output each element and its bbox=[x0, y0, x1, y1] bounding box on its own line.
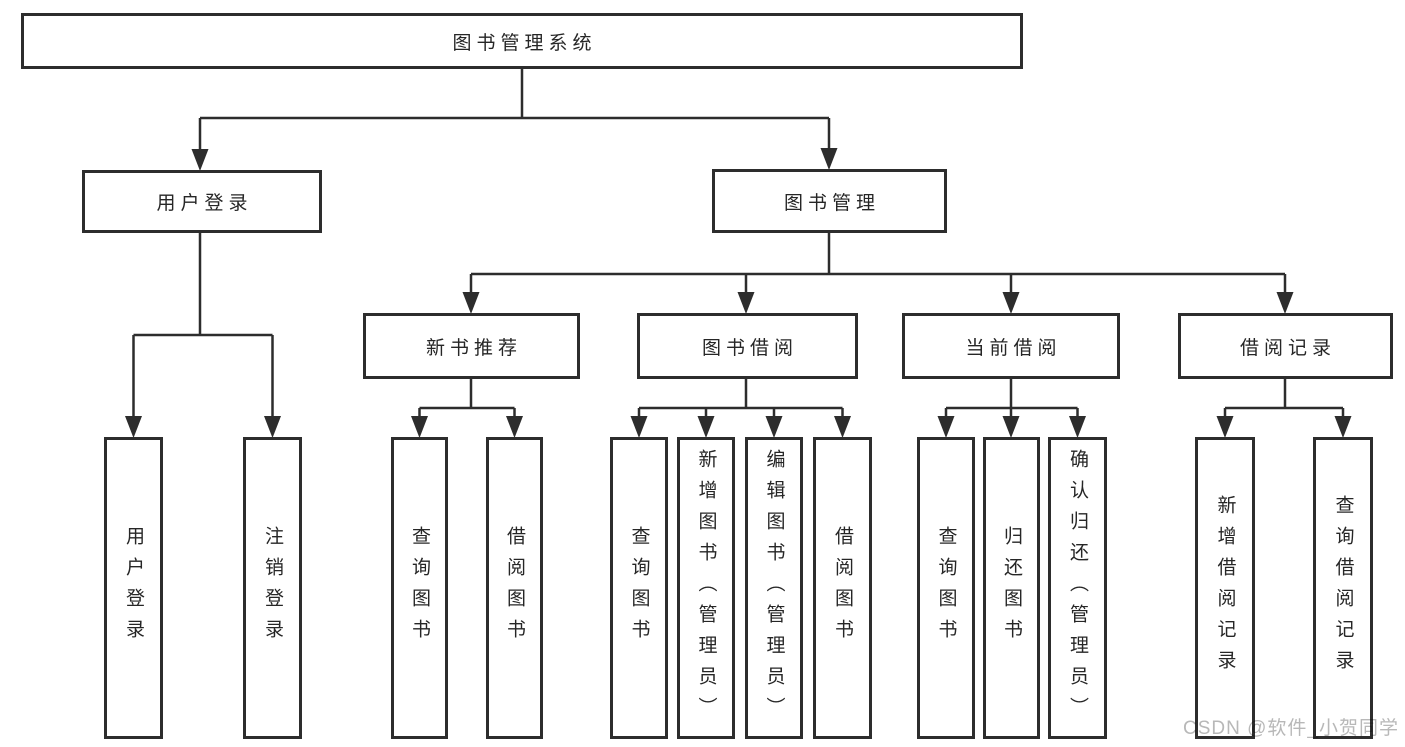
csdn-watermark: CSDN @软件_小贺同学 bbox=[1183, 718, 1399, 739]
node-leaf-logout: 注销登录 bbox=[243, 437, 302, 739]
node-leaf-edit-books-admin: 编辑图书（管理员） bbox=[745, 437, 803, 739]
node-label: 借阅图书 bbox=[832, 526, 853, 650]
node-label: 归还图书 bbox=[1001, 526, 1022, 650]
node-leaf-query-books-1: 查询图书 bbox=[391, 437, 448, 739]
node-label: 图书借阅 bbox=[701, 337, 798, 359]
node-leaf-query-borrow-record: 查询借阅记录 bbox=[1313, 437, 1373, 739]
node-label: 借阅图书 bbox=[504, 526, 525, 650]
node-root-library-system: 图书管理系统 bbox=[21, 13, 1023, 69]
node-label: 查询借阅记录 bbox=[1332, 495, 1354, 681]
node-label: 查询图书 bbox=[935, 526, 957, 650]
node-label: 新增借阅记录 bbox=[1214, 495, 1236, 681]
node-leaf-query-books-3: 查询图书 bbox=[917, 437, 975, 739]
node-label: 新书推荐 bbox=[425, 337, 522, 359]
node-book-borrow: 图书借阅 bbox=[637, 313, 858, 379]
node-leaf-user-login: 用户登录 bbox=[104, 437, 163, 739]
node-leaf-add-borrow-record: 新增借阅记录 bbox=[1195, 437, 1255, 739]
node-leaf-borrow-books-2: 借阅图书 bbox=[813, 437, 872, 739]
node-leaf-query-books-2: 查询图书 bbox=[610, 437, 668, 739]
node-borrow-record: 借阅记录 bbox=[1178, 313, 1393, 379]
node-label: 图书管理系统 bbox=[452, 32, 597, 54]
node-label: 注销登录 bbox=[262, 526, 283, 650]
node-label: 借阅记录 bbox=[1239, 337, 1336, 359]
node-label: 新增图书（管理员） bbox=[695, 448, 717, 728]
arrowheads bbox=[125, 148, 1352, 438]
node-label: 图书管理 bbox=[783, 192, 880, 214]
node-leaf-add-books-admin: 新增图书（管理员） bbox=[677, 437, 735, 739]
node-book-management: 图书管理 bbox=[712, 169, 947, 233]
node-label: 编辑图书（管理员） bbox=[763, 448, 785, 728]
node-label: 当前借阅 bbox=[965, 337, 1062, 359]
node-leaf-return-books: 归还图书 bbox=[983, 437, 1040, 739]
node-new-book-recommend: 新书推荐 bbox=[363, 313, 580, 379]
node-label: 确认归还（管理员） bbox=[1067, 448, 1088, 728]
node-label: 查询图书 bbox=[628, 526, 650, 650]
node-leaf-confirm-return-admin: 确认归还（管理员） bbox=[1048, 437, 1107, 739]
node-current-borrow: 当前借阅 bbox=[902, 313, 1120, 379]
node-leaf-borrow-books-1: 借阅图书 bbox=[486, 437, 543, 739]
node-label: 查询图书 bbox=[409, 526, 430, 650]
node-label: 用户登录 bbox=[123, 526, 144, 650]
node-user-login: 用户登录 bbox=[82, 170, 322, 233]
node-label: 用户登录 bbox=[156, 193, 253, 214]
